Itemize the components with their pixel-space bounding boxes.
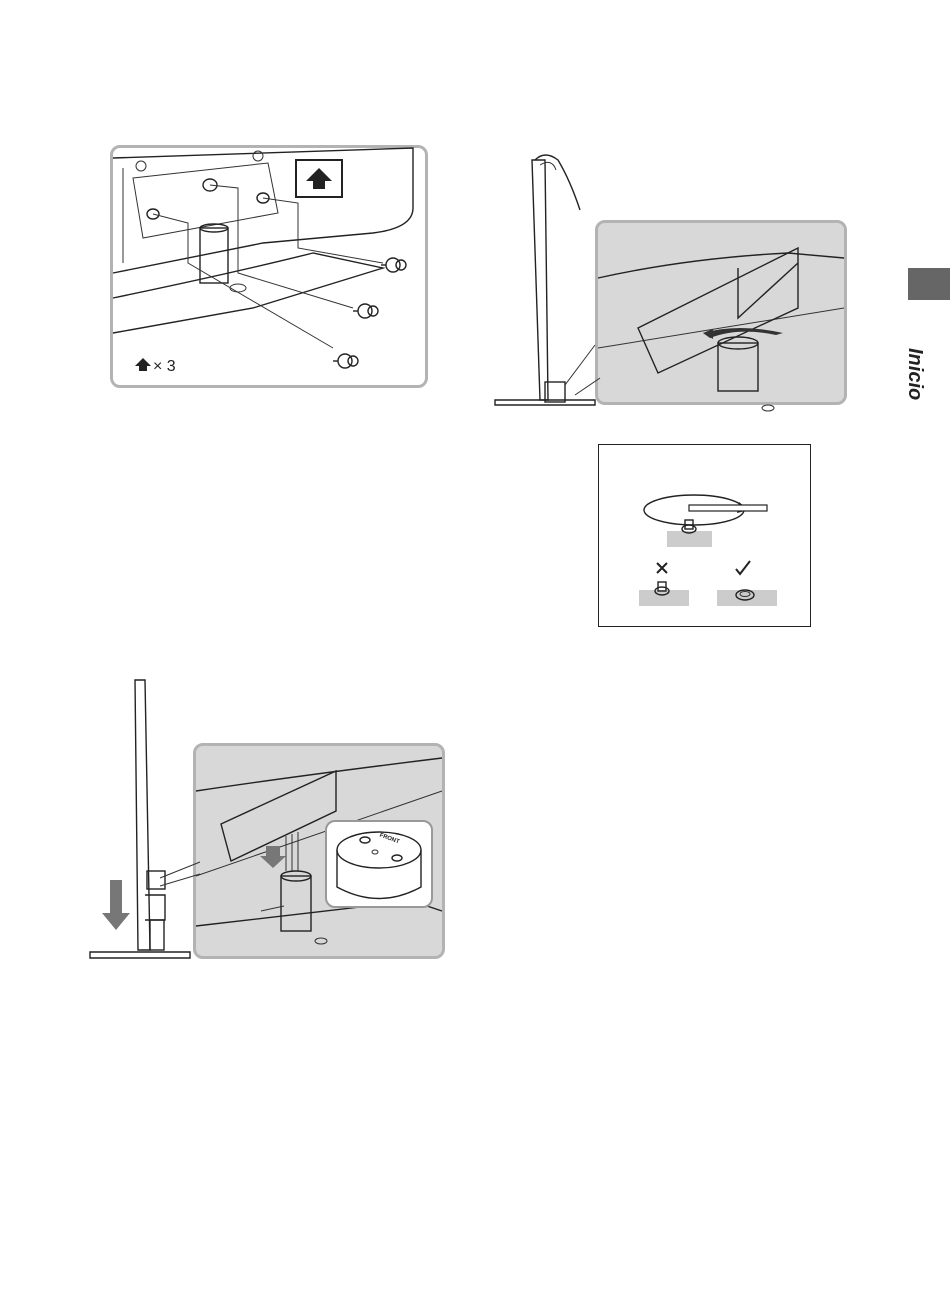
figure-tighten-screw-drawing — [598, 223, 844, 402]
screw-icon — [353, 304, 378, 318]
screw-icon — [333, 354, 358, 368]
connector-lines — [560, 340, 620, 400]
section-tab — [908, 268, 950, 300]
arrow-down-icon — [102, 880, 130, 930]
figure-stand-top-inset: FRONT — [325, 820, 433, 908]
figure-tv-side-bottom — [90, 675, 200, 970]
figure-tighten-screw-detail — [595, 220, 847, 405]
stand-top-drawing — [327, 822, 430, 905]
screw-count-label: × 3 — [153, 358, 176, 376]
incorrect-icon — [657, 563, 667, 573]
screw-type-icon — [135, 358, 151, 371]
correct-icon — [736, 561, 750, 574]
figure-screw-check — [598, 444, 811, 627]
figure-remove-screws-drawing — [113, 148, 425, 385]
section-tab-label: Inicio — [903, 348, 926, 400]
figure-screw-check-drawing — [599, 445, 809, 625]
figure-remove-screws: × 3 — [110, 145, 428, 388]
connector-lines — [160, 860, 205, 890]
screw-icon — [381, 258, 406, 272]
